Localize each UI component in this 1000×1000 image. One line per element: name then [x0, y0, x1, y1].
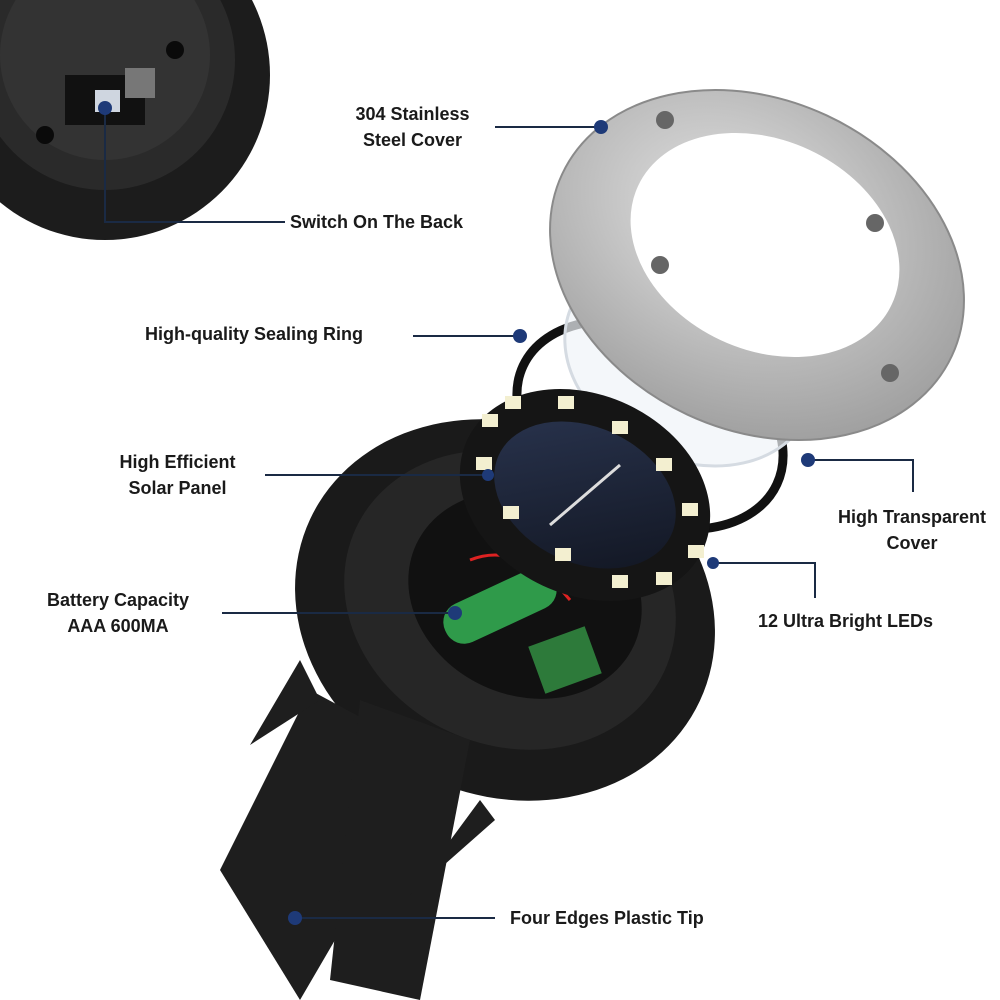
label-switch: Switch On The Back: [290, 212, 464, 232]
led-icons: [476, 396, 704, 588]
label-steel-cover: 304 Stainless Steel Cover: [330, 101, 495, 153]
back-case: [0, 0, 270, 240]
label-line: Battery Capacity: [46, 590, 190, 610]
battery: [443, 568, 557, 644]
label-battery: Battery Capacity AAA 600MA: [28, 587, 208, 639]
label-line: Solar Panel: [128, 478, 227, 498]
label-line: 304 Stainless: [355, 104, 470, 124]
leader-dots: [98, 101, 815, 925]
plastic-tip: [220, 660, 495, 1000]
leader-lines: [104, 108, 914, 919]
label-line: High Transparent: [837, 507, 987, 527]
label-line: Steel Cover: [362, 130, 463, 150]
label-line: Cover: [886, 533, 938, 553]
solar-panel: [459, 389, 711, 601]
label-leds: 12 Ultra Bright LEDs: [758, 611, 934, 631]
label-line: AAA 600MA: [67, 616, 169, 636]
label-transparent-cover: High Transparent Cover: [822, 504, 1000, 556]
steel-cover: [549, 89, 965, 441]
label-line: High Efficient: [119, 452, 236, 472]
label-solar-panel: High Efficient Solar Panel: [95, 449, 260, 501]
label-sealing-ring: High-quality Sealing Ring: [145, 324, 364, 344]
label-tip: Four Edges Plastic Tip: [510, 908, 704, 928]
